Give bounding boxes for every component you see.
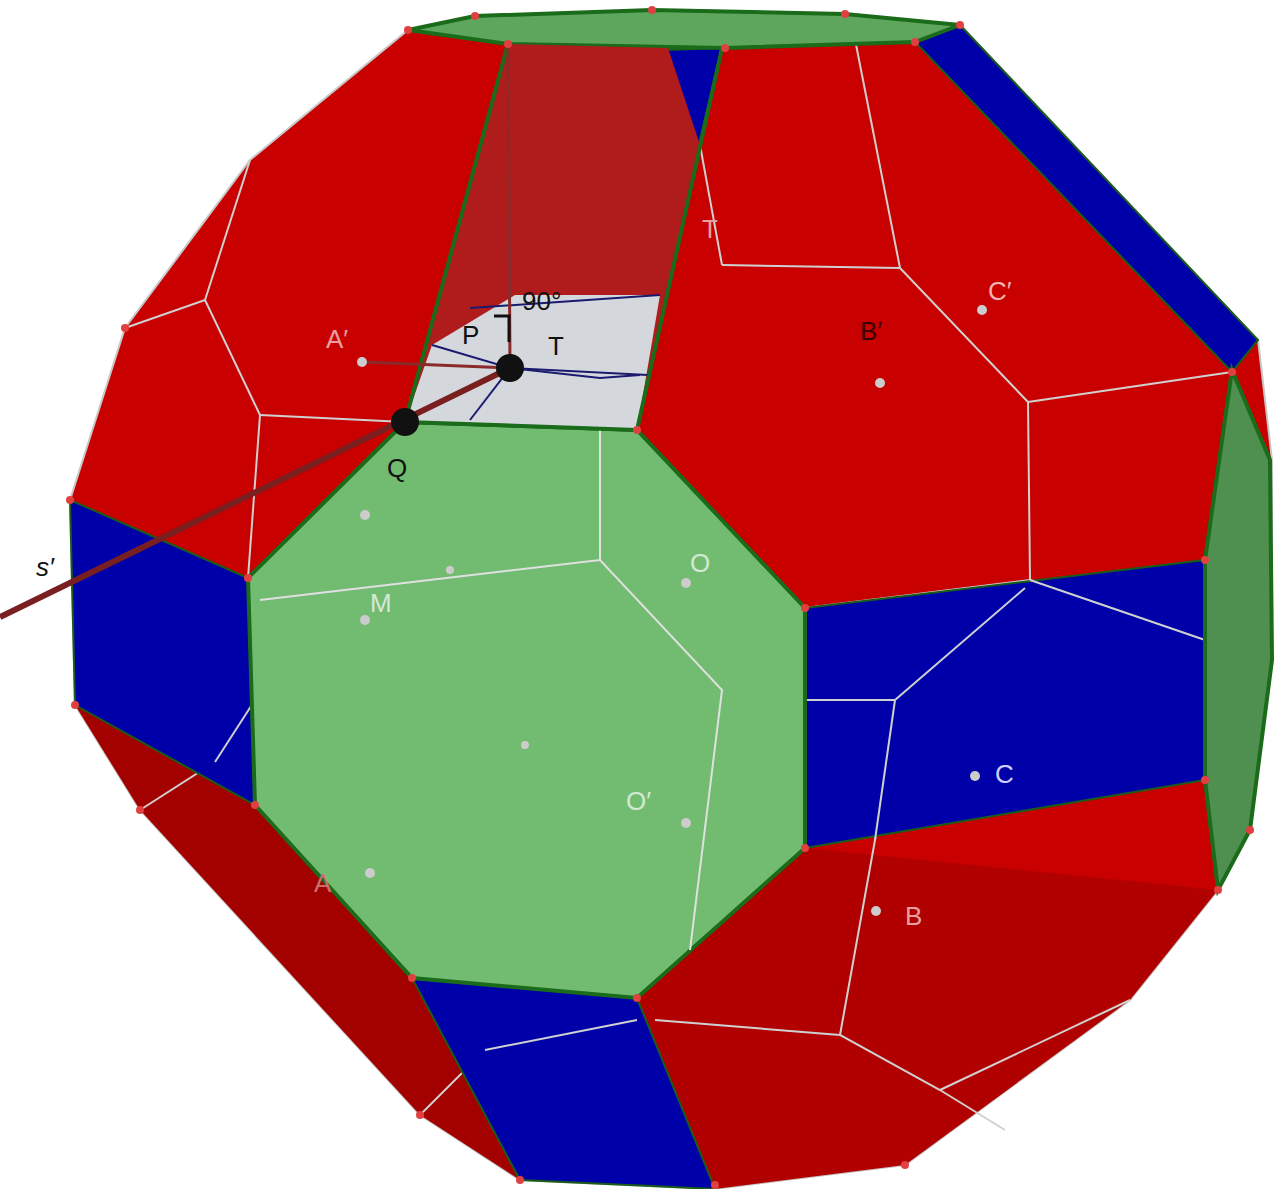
point-label: B bbox=[905, 903, 922, 929]
window-edge bbox=[405, 44, 722, 430]
cut-floor bbox=[405, 295, 660, 430]
vertex-dots bbox=[66, 6, 1254, 1189]
point-label: P bbox=[462, 322, 479, 348]
point-label: M bbox=[370, 590, 392, 616]
green-faces bbox=[248, 10, 1272, 998]
point-T bbox=[496, 354, 524, 382]
point-label: B′ bbox=[860, 318, 882, 344]
segment-TA bbox=[362, 362, 510, 368]
line-s bbox=[0, 368, 510, 617]
point-label: T bbox=[702, 216, 718, 242]
point-label: C bbox=[995, 761, 1014, 787]
point-label: s′ bbox=[36, 554, 54, 580]
point-label: 90° bbox=[522, 288, 561, 314]
point-label: A′ bbox=[326, 326, 348, 352]
point-label: A bbox=[314, 870, 331, 896]
point-label: C′ bbox=[988, 278, 1012, 304]
blue-faces bbox=[70, 25, 1258, 1189]
point-label: T bbox=[548, 333, 564, 359]
point-Q bbox=[391, 408, 419, 436]
right-angle-mark bbox=[494, 316, 509, 342]
point-label: O bbox=[690, 550, 710, 576]
cut-window bbox=[405, 44, 700, 430]
point-label: Q bbox=[387, 455, 407, 481]
point-label: O′ bbox=[626, 788, 651, 814]
red-body bbox=[70, 16, 1272, 1189]
center-dots bbox=[357, 305, 987, 916]
